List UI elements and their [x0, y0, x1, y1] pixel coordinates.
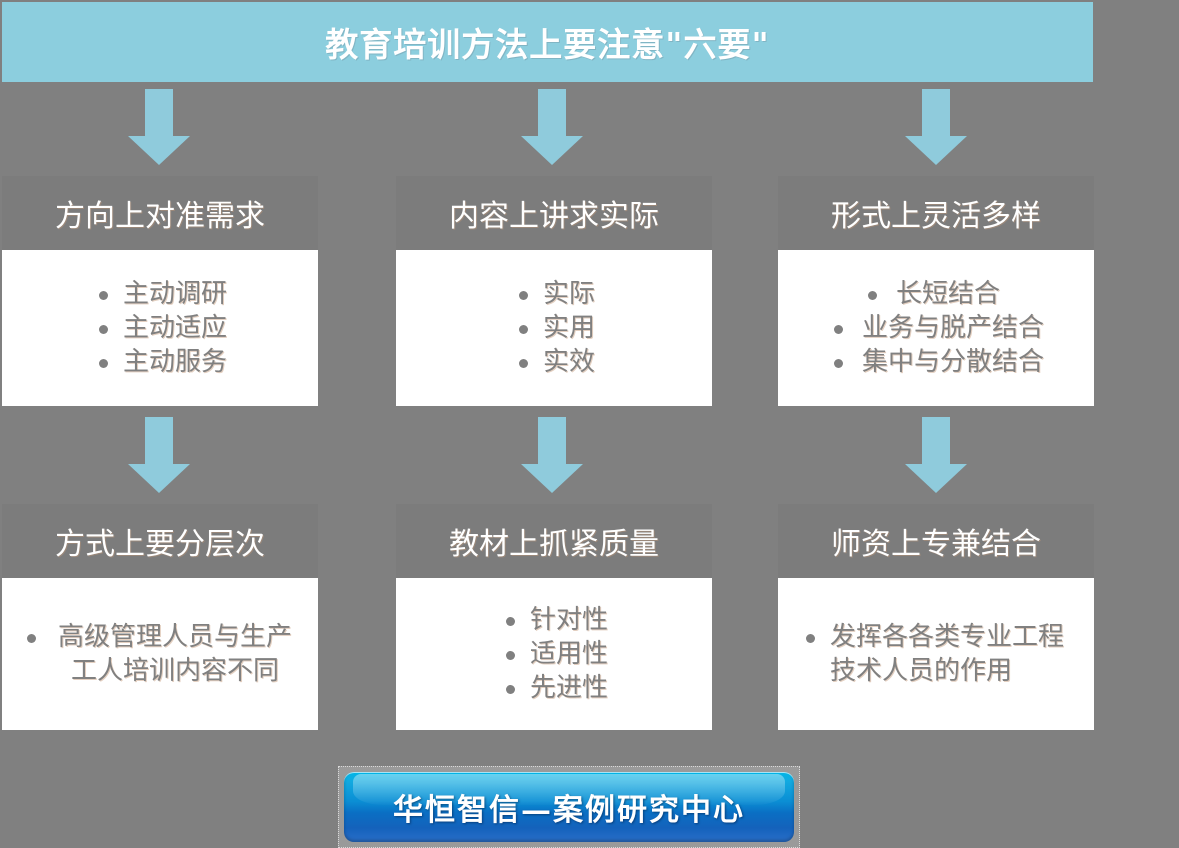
brand-banner-frame: 华恒智信—案例研究中心 — [338, 766, 800, 848]
list-item: 主动调研 — [93, 277, 227, 311]
arrow-down-title-to-content — [521, 89, 583, 165]
card-header-label: 教材上抓紧质量 — [449, 527, 659, 562]
card-header-label: 方向上对准需求 — [55, 199, 265, 234]
card-format-body: 长短结合 业务与脱产结合 集中与分散结合 — [778, 250, 1094, 406]
arrow-shaft — [145, 417, 173, 465]
card-header-label: 方式上要分层次 — [55, 527, 265, 562]
arrow-head — [521, 464, 583, 493]
card-faculty-header: 师资上专兼结合 — [778, 504, 1094, 578]
card-header-label: 内容上讲求实际 — [449, 199, 659, 234]
arrow-head — [128, 464, 190, 493]
arrow-shaft — [538, 89, 566, 137]
list-item: 实用 — [513, 311, 595, 345]
card-content-body: 实际 实用 实效 — [396, 250, 712, 406]
bullet-list: 实际 实用 实效 — [513, 277, 595, 380]
bullet-list: 主动调研 主动适应 主动服务 — [93, 277, 227, 380]
card-format[interactable]: 形式上灵活多样 长短结合 业务与脱产结合 集中与分散结合 — [778, 176, 1094, 406]
card-header-label: 师资上专兼结合 — [831, 527, 1041, 562]
list-item: 长短结合 — [862, 277, 1044, 311]
list-item: 针对性 — [500, 603, 608, 637]
arrow-shaft — [922, 417, 950, 465]
card-direction[interactable]: 方向上对准需求 主动调研 主动适应 主动服务 — [2, 176, 318, 406]
card-direction-header: 方向上对准需求 — [2, 176, 318, 250]
list-item: 集中与分散结合 — [828, 345, 1044, 379]
arrow-down-format-to-faculty — [905, 417, 967, 493]
card-method-header: 方式上要分层次 — [2, 504, 318, 578]
arrow-down-title-to-format — [905, 89, 967, 165]
list-item: 实际 — [513, 277, 595, 311]
bullet-list: 针对性 适用性 先进性 — [500, 603, 608, 706]
bullet-list: 长短结合 业务与脱产结合 集中与分散结合 — [828, 277, 1044, 380]
card-material-header: 教材上抓紧质量 — [396, 504, 712, 578]
bullet-list: 发挥各各类专业工程技术人员的作用 — [800, 620, 1072, 689]
list-item: 业务与脱产结合 — [828, 311, 1044, 345]
arrow-shaft — [145, 89, 173, 137]
card-format-header: 形式上灵活多样 — [778, 176, 1094, 250]
page-title: 教育培训方法上要注意"六要" — [325, 25, 770, 64]
arrow-shaft — [538, 417, 566, 465]
arrow-down-direction-to-method — [128, 417, 190, 493]
brand-label: 华恒智信—案例研究中心 — [393, 793, 745, 828]
list-item: 发挥各各类专业工程技术人员的作用 — [800, 620, 1072, 689]
arrow-shaft — [922, 89, 950, 137]
card-content-header: 内容上讲求实际 — [396, 176, 712, 250]
list-item: 高级管理人员与生产工人培训内容不同 — [21, 620, 299, 689]
arrow-down-content-to-material — [521, 417, 583, 493]
arrow-head — [521, 136, 583, 165]
card-material[interactable]: 教材上抓紧质量 针对性 适用性 先进性 — [396, 504, 712, 730]
list-item: 主动适应 — [93, 311, 227, 345]
card-content[interactable]: 内容上讲求实际 实际 实用 实效 — [396, 176, 712, 406]
card-header-label: 形式上灵活多样 — [831, 199, 1041, 234]
card-material-body: 针对性 适用性 先进性 — [396, 578, 712, 730]
list-item: 先进性 — [500, 671, 608, 705]
card-method[interactable]: 方式上要分层次 高级管理人员与生产工人培训内容不同 — [2, 504, 318, 730]
arrow-head — [905, 464, 967, 493]
diagram-title-banner: 教育培训方法上要注意"六要" — [2, 2, 1093, 82]
list-item: 适用性 — [500, 637, 608, 671]
card-faculty[interactable]: 师资上专兼结合 发挥各各类专业工程技术人员的作用 — [778, 504, 1094, 730]
card-method-body: 高级管理人员与生产工人培训内容不同 — [2, 578, 318, 730]
arrow-head — [128, 136, 190, 165]
arrow-head — [905, 136, 967, 165]
list-item: 实效 — [513, 345, 595, 379]
bullet-list: 高级管理人员与生产工人培训内容不同 — [21, 620, 299, 689]
arrow-down-title-to-direction — [128, 89, 190, 165]
card-direction-body: 主动调研 主动适应 主动服务 — [2, 250, 318, 406]
list-item: 主动服务 — [93, 345, 227, 379]
card-faculty-body: 发挥各各类专业工程技术人员的作用 — [778, 578, 1094, 730]
brand-button[interactable]: 华恒智信—案例研究中心 — [344, 772, 794, 842]
